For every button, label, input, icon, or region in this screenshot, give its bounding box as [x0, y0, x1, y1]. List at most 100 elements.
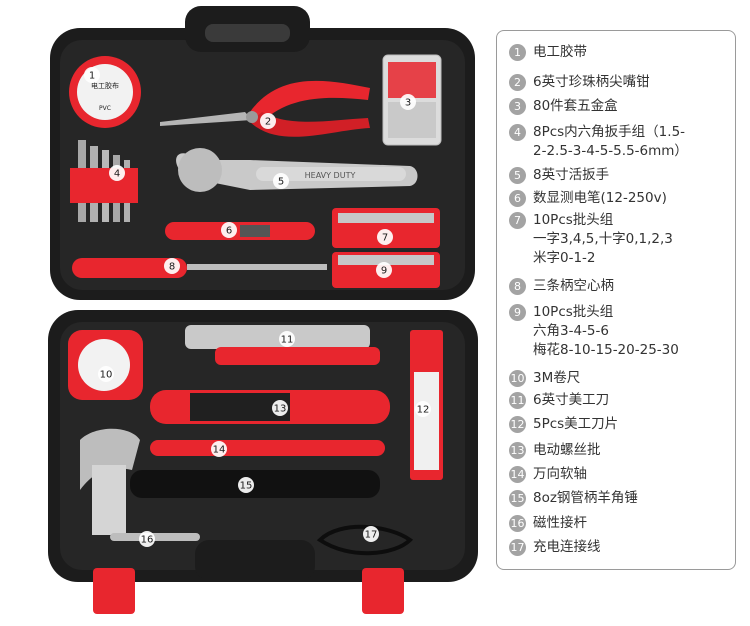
photo-badge: 7 [377, 229, 393, 245]
photo-badge-circle [376, 262, 392, 278]
photo-badge-circle [98, 366, 114, 382]
charging-cable [316, 524, 414, 556]
flexible-shaft [150, 440, 385, 456]
legend-item: 17 充电连接线 [509, 538, 601, 557]
legend-number-badge: 5 [509, 167, 526, 184]
legend-number-badge: 13 [509, 442, 526, 459]
legend-item-text: 万向软轴 [533, 466, 587, 482]
voltage-tester-pen [165, 222, 315, 240]
bit-set-tray-a [332, 208, 440, 248]
legend-item-text: 10Pcs批头组 一字3,4,5,十字0,1,2,3 米字0-1-2 [533, 212, 673, 266]
photo-badge-label: 9 [381, 266, 387, 277]
legend-item: 15 8oz钢管柄羊角锤 [509, 489, 638, 508]
photo-badge-label: 14 [213, 445, 226, 456]
photo-badge: 13 [272, 400, 288, 416]
photo-badge-circle [109, 165, 125, 181]
legend-number-badge: 12 [509, 416, 526, 433]
legend-item-text: 数显测电笔(12-250v) [533, 190, 667, 206]
legend-item: 10 3M卷尺 [509, 369, 580, 388]
hex-key-set [70, 140, 138, 222]
photo-badge-label: 7 [382, 233, 388, 244]
legend-item-text: 充电连接线 [533, 539, 601, 555]
photo-badge: 1 [84, 67, 100, 83]
claw-hammer [80, 428, 380, 535]
legend-item: 11 6英寸美工刀 [509, 391, 609, 410]
legend-item: 7 10Pcs批头组 一字3,4,5,十字0,1,2,3 米字0-1-2 [509, 211, 673, 268]
utility-knife [185, 325, 380, 365]
photo-badge-label: 11 [281, 335, 294, 346]
legend-item-text: 6英寸珍珠柄尖嘴钳 [533, 74, 650, 90]
photo-badge: 16 [139, 531, 155, 547]
legend-number-badge: 15 [509, 490, 526, 507]
photo-badge-circle [221, 222, 237, 238]
photo-badge-label: 5 [278, 177, 284, 188]
photo-badge-circle [415, 401, 431, 417]
photo-badge-label: 2 [265, 117, 271, 128]
legend-number-badge: 6 [509, 190, 526, 207]
legend-item: 8 三条柄空心柄 [509, 277, 614, 296]
legend-number-badge: 16 [509, 515, 526, 532]
electrical-tape: 电工胶布 PVC [69, 56, 141, 128]
photo-badge-circle [400, 94, 416, 110]
photo-badge: 8 [164, 258, 180, 274]
legend-number-badge: 8 [509, 278, 526, 295]
needle-nose-pliers [160, 80, 370, 137]
legend-item: 9 10Pcs批头组 六角3-4-5-6 梅花8-10-15-20-25-30 [509, 303, 679, 360]
photo-badge-label: 6 [226, 226, 232, 237]
svg-text:电工胶布: 电工胶布 [91, 81, 119, 90]
photo-badge: 9 [376, 262, 392, 278]
photo-badge: 17 [363, 526, 379, 542]
legend-number-badge: 7 [509, 212, 526, 229]
svg-text:HEAVY DUTY: HEAVY DUTY [305, 171, 356, 180]
photo-badge: 3 [400, 94, 416, 110]
legend-item: 12 5Pcs美工刀片 [509, 415, 618, 434]
legend-number-badge: 11 [509, 392, 526, 409]
legend-item-text: 磁性接杆 [533, 515, 587, 531]
legend-item-text: 10Pcs批头组 六角3-4-5-6 梅花8-10-15-20-25-30 [533, 304, 679, 358]
photo-badge: 4 [109, 165, 125, 181]
svg-text:PVC: PVC [99, 105, 111, 112]
legend-item-text: 80件套五金盒 [533, 98, 618, 114]
photo-badge-circle [377, 229, 393, 245]
legend-number-badge: 9 [509, 304, 526, 321]
photo-badge-label: 15 [240, 481, 253, 492]
legend-number-badge: 2 [509, 74, 526, 91]
photo-badge-label: 8 [169, 262, 175, 273]
photo-badge-label: 13 [274, 404, 287, 415]
legend-item-text: 三条柄空心柄 [533, 278, 614, 294]
legend-item-text: 6英寸美工刀 [533, 392, 610, 408]
photo-badge-label: 10 [100, 370, 113, 381]
legend-number-badge: 10 [509, 370, 526, 387]
legend-item-text: 8英寸活扳手 [533, 167, 610, 183]
legend-number-badge: 4 [509, 124, 526, 141]
photo-badge-circle [260, 113, 276, 129]
legend-item-text: 8oz钢管柄羊角锤 [533, 490, 638, 506]
photo-badge-label: 16 [141, 535, 154, 546]
photo-badge: 5 [273, 173, 289, 189]
photo-badge: 10 [98, 366, 114, 382]
legend-item-text: 3M卷尺 [533, 370, 581, 386]
photo-badge: 14 [211, 441, 227, 457]
legend-item: 5 8英寸活扳手 [509, 166, 609, 185]
legend-item: 6 数显测电笔(12-250v) [509, 189, 667, 208]
photo-badge: 2 [260, 113, 276, 129]
adjustable-wrench: HEAVY DUTY [176, 148, 418, 192]
legend-number-badge: 17 [509, 539, 526, 556]
legend-number-badge: 1 [509, 44, 526, 61]
photo-badge-circle [363, 526, 379, 542]
photo-badge-label: 17 [365, 530, 378, 541]
photo-badge-circle [272, 400, 288, 416]
legend-item: 16 磁性接杆 [509, 514, 587, 533]
photo-badge: 12 [415, 401, 431, 417]
hardware-box [382, 54, 442, 146]
photo-badge-label: 12 [417, 405, 430, 416]
screwdriver-handle [72, 258, 327, 278]
photo-badge-label: 1 [89, 71, 95, 82]
legend-item-text: 5Pcs美工刀片 [533, 416, 619, 432]
photo-badge: 6 [221, 222, 237, 238]
